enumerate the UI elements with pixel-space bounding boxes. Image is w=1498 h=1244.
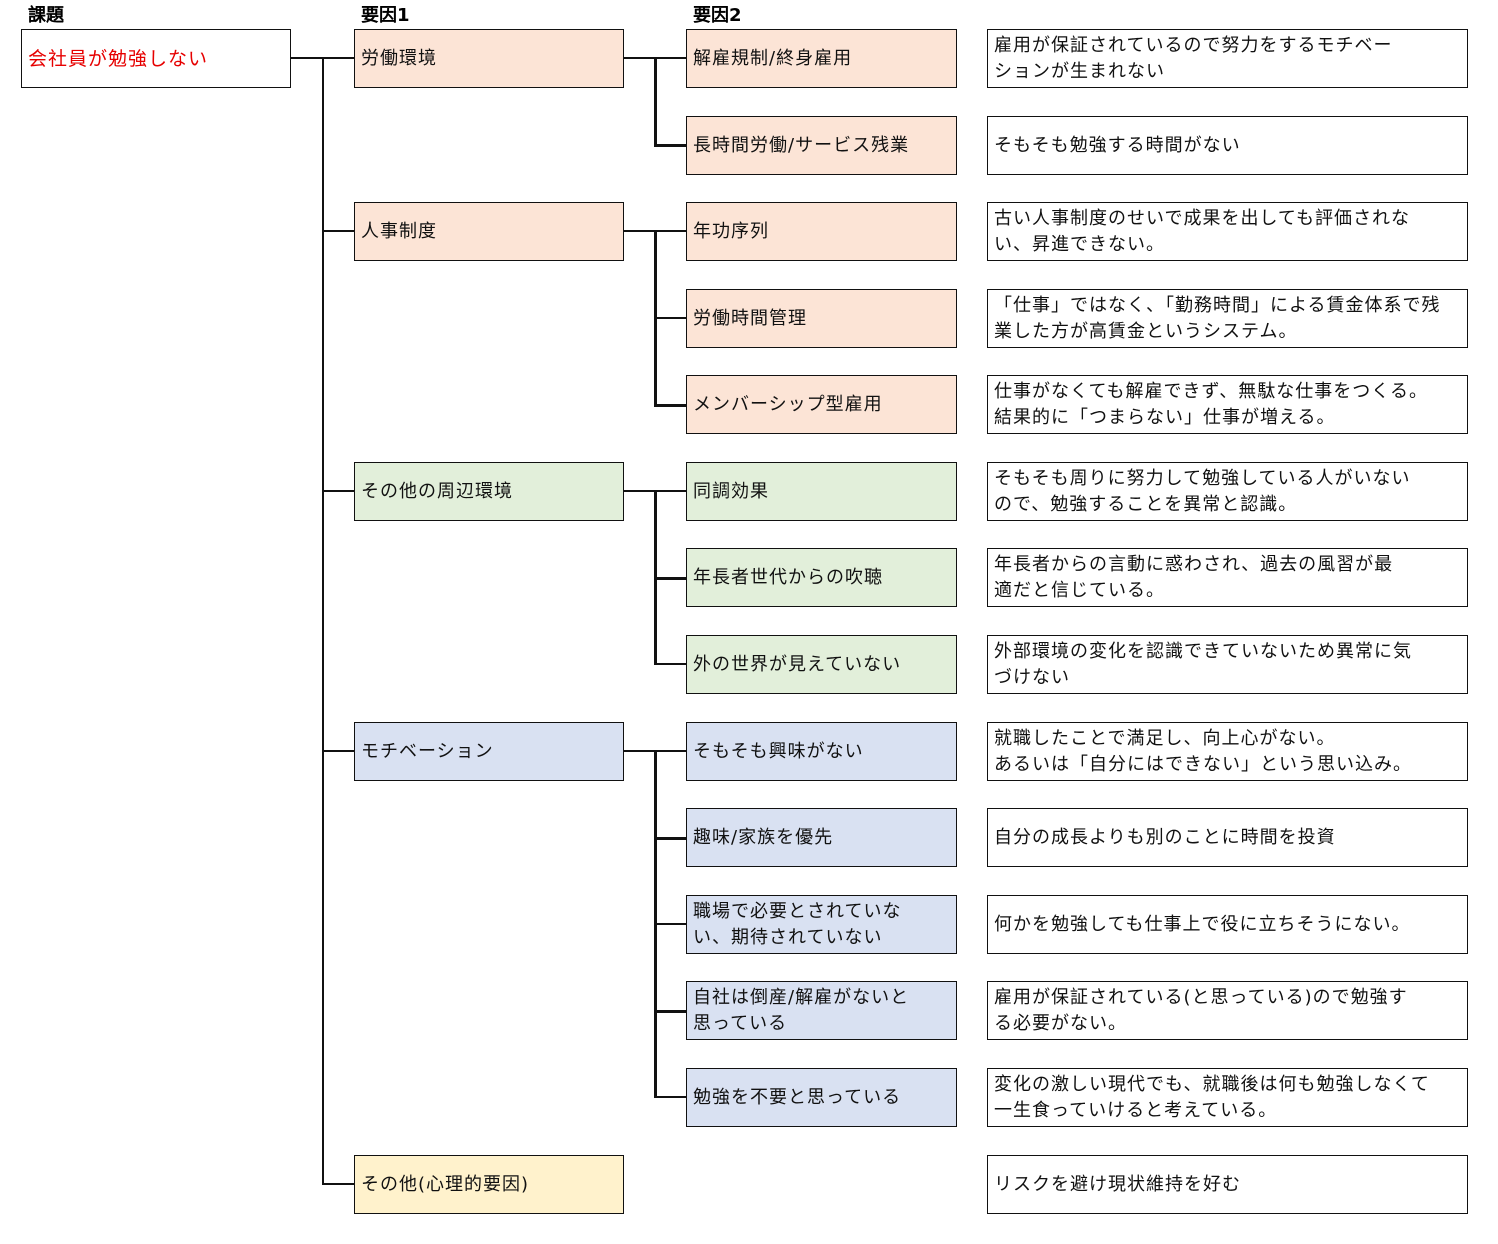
header-factor1: 要因1 [361,5,410,26]
factor2-label: そもそも興味がない [693,740,864,762]
description-box: リスクを避け現状維持を好む [987,1155,1468,1214]
factor2-label: 年功序列 [693,220,769,242]
connector-f2-1-2 [654,404,687,407]
header-factor2: 要因2 [693,5,742,26]
factor2-box: そもそも興味がない [686,722,957,781]
description-box: 年長者からの言動に惑わされ、過去の風習が最 適だと信じている。 [987,548,1468,607]
header-issue: 課題 [28,5,64,26]
description-box: 自分の成長よりも別のことに時間を投資 [987,808,1468,867]
description-box: 雇用が保証されている(と思っている)ので勉強す る必要がない。 [987,981,1468,1040]
connector-f1-2 [322,490,355,492]
description-text: 雇用が保証されている(と思っている)ので勉強す る必要がない。 [994,986,1408,1034]
factor1-label: 人事制度 [361,220,437,242]
factor1-other-psychological: その他(心理的要因) [354,1155,624,1214]
factor2-box: 勉強を不要と思っている [686,1068,957,1127]
description-box: 「仕事」ではなく、「勤務時間」による賃金体系で残 業した方が高賃金というシステム… [987,289,1468,348]
connector-f2-2-2 [654,663,687,665]
description-text: 自分の成長よりも別のことに時間を投資 [994,826,1336,848]
description-text: 「仕事」ではなく、「勤務時間」による賃金体系で残 業した方が高賃金というシステム… [994,294,1441,342]
factor2-box: 年長者世代からの吹聴 [686,548,957,607]
description-text: 変化の激しい現代でも、就職後は何も勉強しなくて 一生食っていけると考えている。 [994,1073,1430,1121]
factor2-label: 同調効果 [693,480,769,502]
connector-f1-4 [322,1183,355,1185]
connector-f2-2-1 [654,577,687,580]
description-text: 雇用が保証されているので努力をするモチベー ションが生まれない [994,34,1393,82]
description-text: そもそも周りに努力して勉強している人がいない ので、勉強することを異常と認識。 [994,467,1411,515]
factor2-box: 年功序列 [686,202,957,261]
description-box: 就職したことで満足し、向上心がない。 あるいは「自分にはできない」という思い込み… [987,722,1468,781]
factor2-box: 同調効果 [686,462,957,521]
issue-label: 会社員が勉強しない [28,47,209,70]
factor1-hr-system: 人事制度 [354,202,624,261]
connector-f1-3 [322,750,355,752]
factor1-surrounding-environment: その他の周辺環境 [354,462,624,521]
factor1-label: その他の周辺環境 [361,480,513,502]
factor2-box: 長時間労働/サービス残業 [686,116,957,175]
description-text: 古い人事制度のせいで成果を出しても評価されな い、昇進できない。 [994,207,1411,255]
issue-box: 会社員が勉強しない [21,29,291,88]
connector-f1-0 [322,57,355,59]
factor1-label: 労働環境 [361,47,437,69]
connector-f2-0-1 [654,144,687,147]
description-text: 外部環境の変化を認識できていないため異常に気 づけない [994,640,1412,688]
factor2-label: 趣味/家族を優先 [693,826,834,848]
description-box: そもそも周りに努力して勉強している人がいない ので、勉強することを異常と認識。 [987,462,1468,521]
factor2-box: 労働時間管理 [686,289,957,348]
connector-f2-1-1 [654,317,687,319]
connector-f2-3-3 [654,1010,687,1013]
factor2-box: 解雇規制/終身雇用 [686,29,957,88]
description-text: 年長者からの言動に惑わされ、過去の風習が最 適だと信じている。 [994,553,1394,601]
factor2-label: 解雇規制/終身雇用 [693,47,853,69]
factor2-label: 職場で必要とされていな い、期待されていない [693,900,902,948]
description-box: 外部環境の変化を認識できていないため異常に気 づけない [987,635,1468,694]
factor2-label: 勉強を不要と思っている [693,1086,902,1108]
factor1-labor-environment: 労働環境 [354,29,624,88]
factor2-label: 年長者世代からの吹聴 [693,566,883,588]
description-text: 何かを勉強しても仕事上で役に立ちそうにない。 [994,913,1411,935]
factor2-box: 外の世界が見えていない [686,635,957,694]
factor1-label: モチベーション [361,740,494,762]
description-box: 雇用が保証されているので努力をするモチベー ションが生まれない [987,29,1468,88]
connector-f2-3-2 [654,923,687,925]
description-text: そもそも勉強する時間がない [994,134,1241,156]
factor2-label: メンバーシップ型雇用 [693,393,883,415]
description-text: 就職したことで満足し、向上心がない。 あるいは「自分にはできない」という思い込み… [994,727,1412,775]
description-box: 変化の激しい現代でも、就職後は何も勉強しなくて 一生食っていけると考えている。 [987,1068,1468,1127]
description-box: 古い人事制度のせいで成果を出しても評価されな い、昇進できない。 [987,202,1468,261]
factor2-box: 趣味/家族を優先 [686,808,957,867]
factor2-label: 労働時間管理 [693,307,807,329]
factor2-box: 職場で必要とされていな い、期待されていない [686,895,957,954]
factor2-label: 自社は倒産/解雇がないと 思っている [693,986,910,1034]
connector-f2-3-4 [654,1096,687,1098]
factor2-label: 外の世界が見えていない [693,653,902,675]
connector-f2-3-1 [654,837,687,840]
main-trunk [322,57,324,1185]
description-box: そもそも勉強する時間がない [987,116,1468,175]
connector-f1-1 [322,230,355,232]
factor1-label: その他(心理的要因) [361,1173,530,1195]
factor2-label: 長時間労働/サービス残業 [693,134,910,156]
description-text: 仕事がなくても解雇できず、無駄な仕事をつくる。 結果的に「つまらない」仕事が増え… [994,380,1428,428]
subtrunk-0 [654,57,657,146]
description-text: リスクを避け現状維持を好む [994,1173,1241,1195]
factor2-box: 自社は倒産/解雇がないと 思っている [686,981,957,1040]
connector-issue [290,57,323,59]
description-box: 何かを勉強しても仕事上で役に立ちそうにない。 [987,895,1468,954]
description-box: 仕事がなくても解雇できず、無駄な仕事をつくる。 結果的に「つまらない」仕事が増え… [987,375,1468,434]
factor1-motivation: モチベーション [354,722,624,781]
factor2-box: メンバーシップ型雇用 [686,375,957,434]
